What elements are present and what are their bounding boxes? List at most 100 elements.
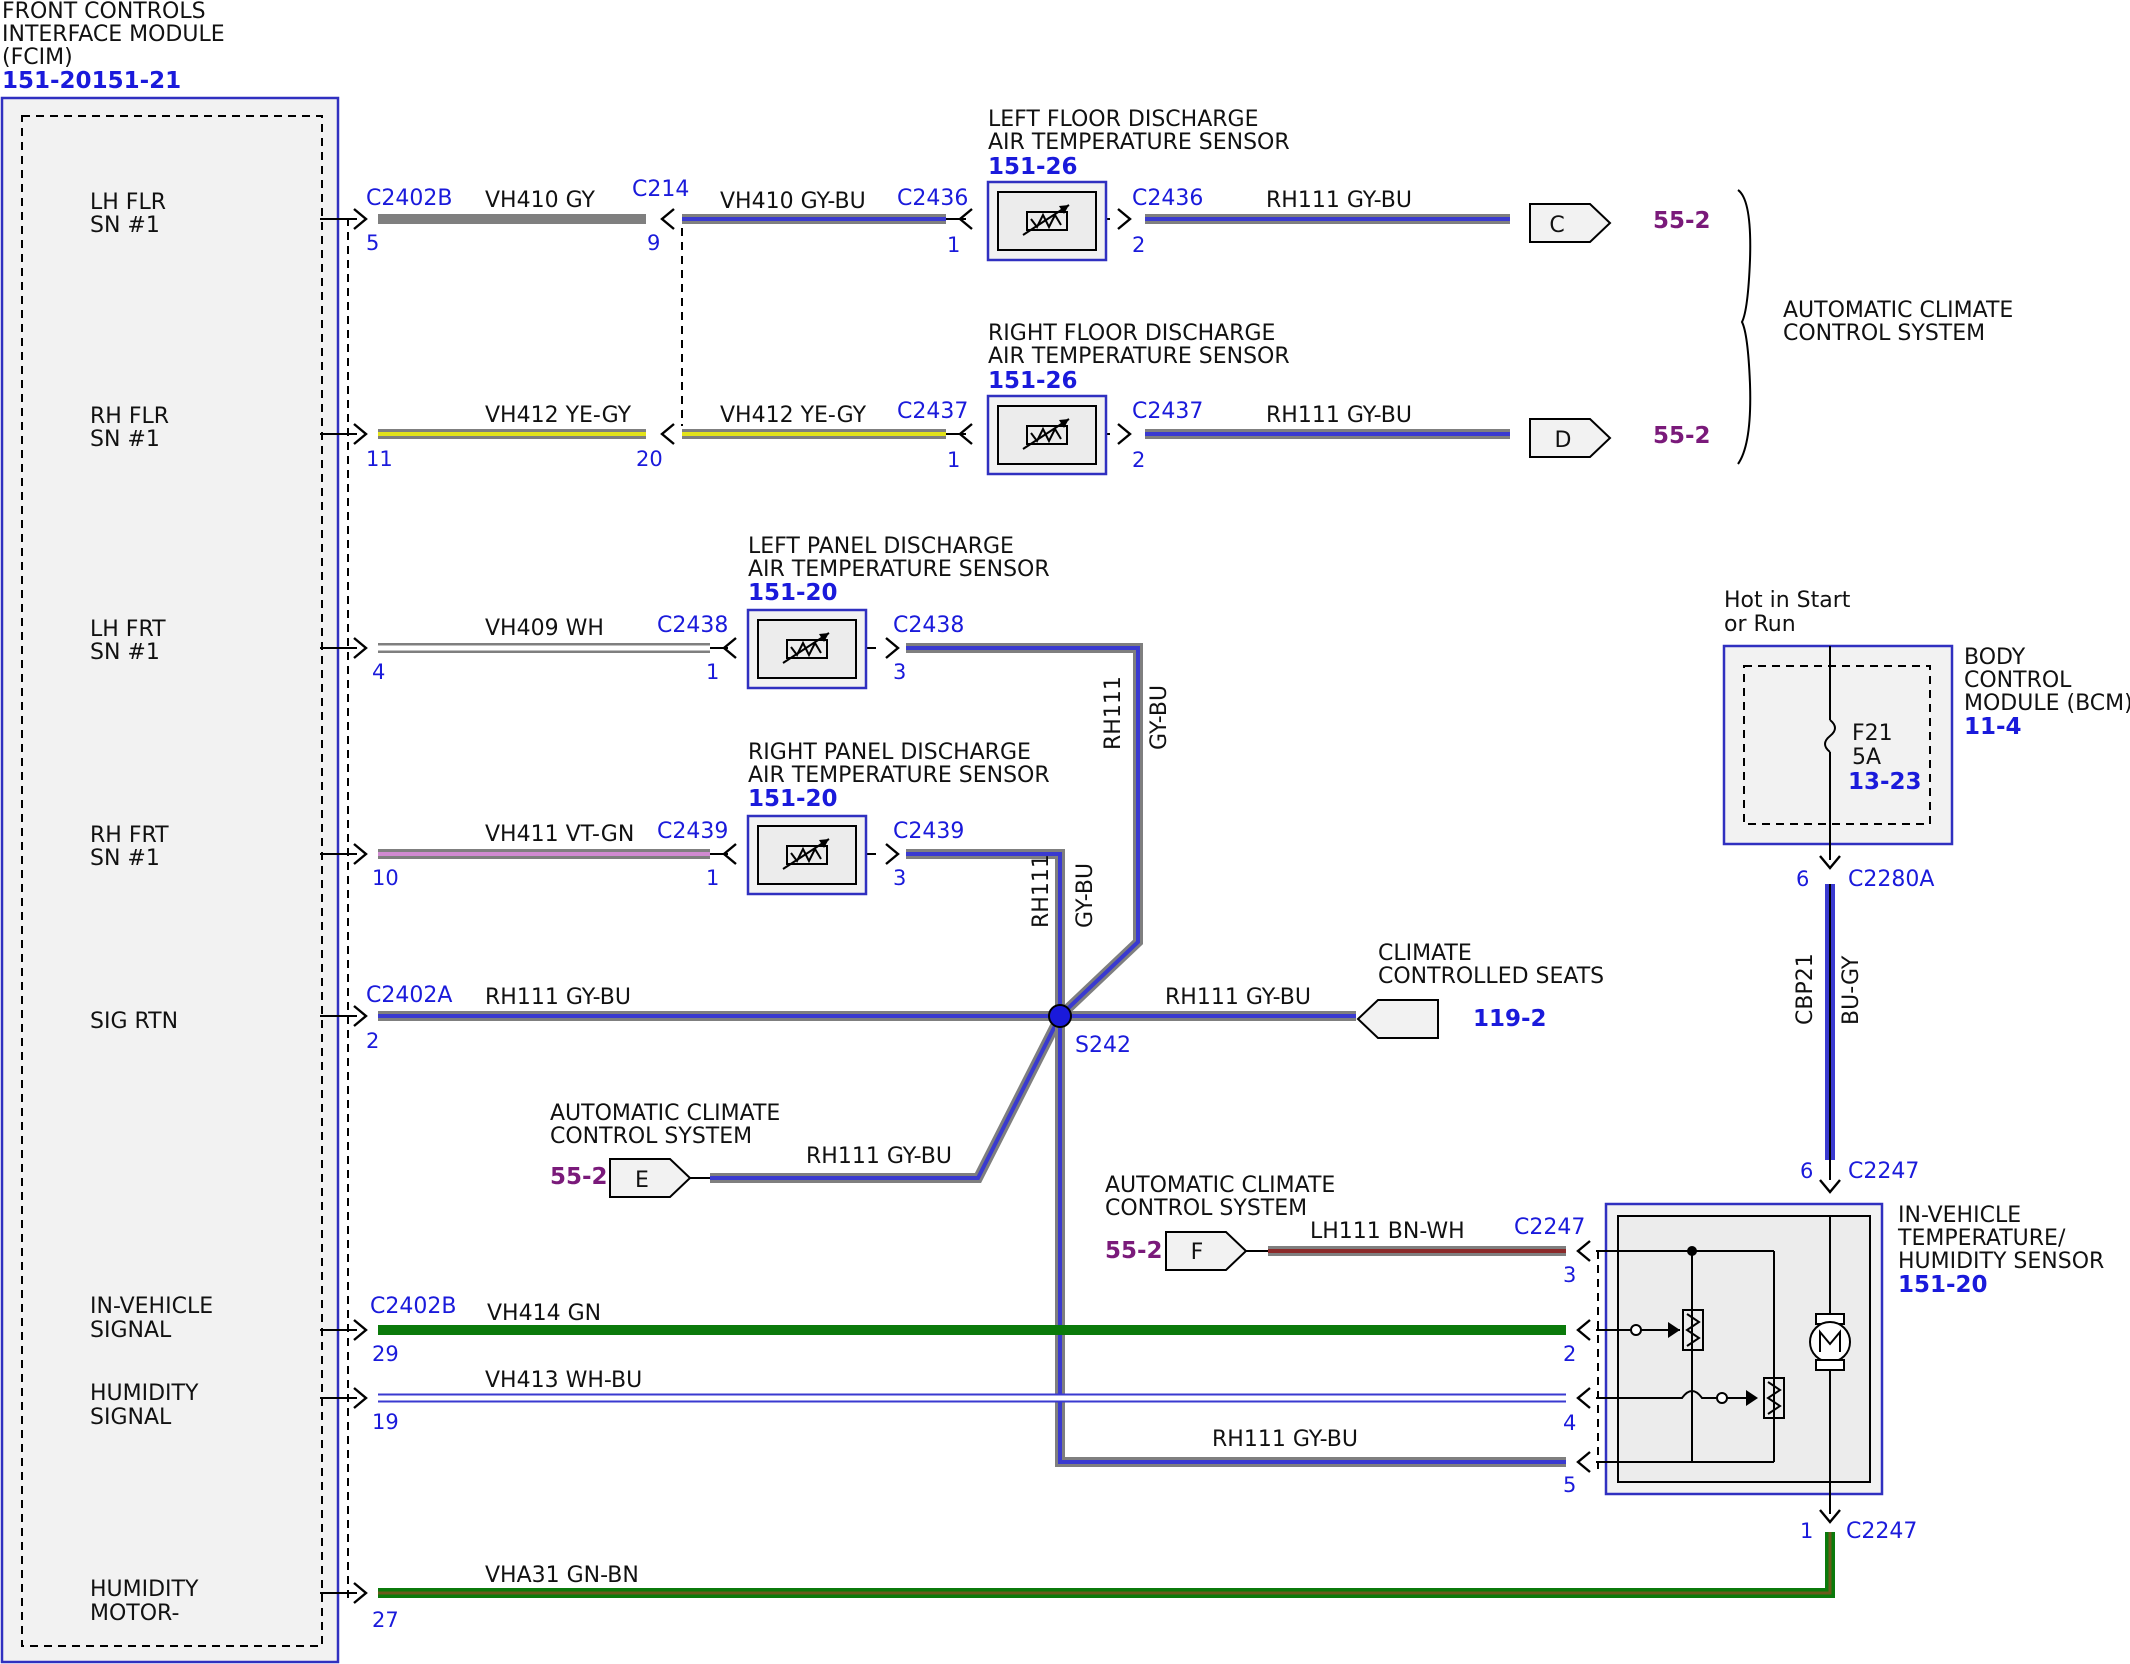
label-vh414: VH414 GN: [487, 1301, 601, 1326]
conn-c2437-1[interactable]: C2437: [897, 399, 968, 424]
label-rh111-rfd: RH111 GY-BU: [1266, 403, 1412, 428]
circuit-invehicle-signal: C2402B 29 VH414 GN 2: [320, 1294, 1576, 1366]
pin-3-lpd: 3: [893, 660, 906, 684]
pin-19: 19: [372, 1410, 399, 1434]
fcim-inner-dashed: [21, 115, 323, 1647]
conn-c2436-2[interactable]: C2436: [1132, 186, 1203, 211]
conn-c2247-1[interactable]: C2247: [1846, 1519, 1917, 1544]
rfd-sensor-title-2: AIR TEMPERATURE SENSOR: [988, 344, 1290, 369]
conn-c2247-3[interactable]: C2247: [1514, 1215, 1585, 1240]
label-vh412-1: VH412 YE-GY: [485, 403, 632, 428]
fcim-ref[interactable]: 151-20151-21: [2, 68, 181, 94]
ref-55-2-e[interactable]: 55-2: [550, 1164, 608, 1190]
conn-c2439-1[interactable]: C2439: [657, 819, 728, 844]
ref-55-2-c[interactable]: 55-2: [1653, 208, 1711, 234]
ivt-title-3: HUMIDITY SENSOR: [1898, 1249, 2104, 1274]
conn-c2437-2[interactable]: C2437: [1132, 399, 1203, 424]
acc-f-label-2: CONTROL SYSTEM: [1105, 1196, 1307, 1221]
label-rh111-lfd: RH111 GY-BU: [1266, 188, 1412, 213]
label-lh111: LH111 BN-WH: [1310, 1219, 1465, 1244]
fcim-pin-lhflr: LH FLR: [90, 190, 166, 215]
fcim-title-2: INTERFACE MODULE: [2, 22, 225, 47]
pin-6-bcm: 6: [1796, 867, 1809, 891]
offpage-connector-d[interactable]: D: [1529, 418, 1612, 458]
label-gybu-vert-1: GY-BU: [1147, 685, 1172, 750]
offpage-connector-e[interactable]: E: [609, 1158, 692, 1198]
pin-6-ivt: 6: [1800, 1159, 1813, 1183]
acc-label-1: AUTOMATIC CLIMATE: [1783, 298, 2013, 323]
offpage-d-label: D: [1555, 428, 1572, 453]
conn-c2402a[interactable]: C2402A: [366, 983, 452, 1008]
fcim-pin-humsig: HUMIDITY: [90, 1381, 199, 1406]
motor-icon: [1809, 1313, 1851, 1371]
conn-c2247-6[interactable]: C2247: [1848, 1159, 1919, 1184]
circuit-lh-frt: 4 VH409 WH C2438 1 C2438 3 LEFT PANEL DI…: [320, 534, 1050, 690]
conn-c2402b-1[interactable]: C2402B: [366, 186, 452, 211]
conn-c2438-1[interactable]: C2438: [657, 613, 728, 638]
splice-s242[interactable]: [1048, 1004, 1072, 1028]
offpage-connector-f[interactable]: F: [1165, 1231, 1248, 1271]
ref-119-2[interactable]: 119-2: [1473, 1006, 1547, 1032]
fcim-title-1: FRONT CONTROLS: [2, 0, 206, 24]
label-vh412-2: VH412 YE-GY: [720, 403, 867, 428]
pin-2-ivt: 2: [1563, 1342, 1576, 1366]
rfd-sensor-ref[interactable]: 151-26: [988, 368, 1078, 394]
label-cbp21: CBP21: [1793, 953, 1818, 1025]
thermistor-icon: [782, 632, 830, 664]
seats-label-1: CLIMATE: [1378, 941, 1472, 966]
fcim-module: FRONT CONTROLS INTERFACE MODULE (FCIM) 1…: [0, 0, 340, 1664]
offpage-connector-seats[interactable]: [1356, 999, 1439, 1039]
pin-29: 29: [372, 1342, 399, 1366]
acc-label-2: CONTROL SYSTEM: [1783, 321, 1985, 346]
label-s242[interactable]: S242: [1075, 1033, 1131, 1058]
conn-c214[interactable]: C214: [632, 177, 689, 202]
circuit-humidity-signal: 19 VH413 WH-BU 4 5: [320, 1368, 1576, 1497]
lfd-sensor-title-2: AIR TEMPERATURE SENSOR: [988, 130, 1290, 155]
acc-e-label-2: CONTROL SYSTEM: [550, 1124, 752, 1149]
left-panel-sensor: [746, 608, 868, 690]
pin-20: 20: [636, 447, 663, 471]
thermistor-icon: [1022, 418, 1070, 450]
ref-55-2-f[interactable]: 55-2: [1105, 1238, 1163, 1264]
label-vha31: VHA31 GN-BN: [485, 1563, 639, 1588]
label-rh111-vert-1: RH111: [1101, 676, 1126, 750]
pin-2-rfd: 2: [1132, 448, 1145, 472]
conn-c2280a[interactable]: C2280A: [1848, 867, 1934, 892]
rfd-sensor-title-1: RIGHT FLOOR DISCHARGE: [988, 321, 1275, 346]
acc-e-label-1: AUTOMATIC CLIMATE: [550, 1101, 780, 1126]
conn-c2402b-2[interactable]: C2402B: [370, 1294, 456, 1319]
pin-5-ivt: 5: [1563, 1473, 1576, 1497]
bcm-title-1: BODY: [1964, 645, 2026, 670]
label-vh410-gy: VH410 GY: [485, 188, 596, 213]
pin-1-rfd: 1: [947, 448, 960, 472]
conn-c2439-2[interactable]: C2439: [893, 819, 964, 844]
bcm-module: Hot in Start or Run F21 5A 13-23 BODY CO…: [1722, 588, 2130, 860]
lpd-sensor-ref[interactable]: 151-20: [748, 580, 838, 606]
rpd-sensor-ref[interactable]: 151-20: [748, 786, 838, 812]
offpage-e-label: E: [635, 1168, 649, 1193]
humidity-resistor-icon: [1763, 1377, 1785, 1419]
conn-c2436-1[interactable]: C2436: [897, 186, 968, 211]
pin-1-lpd: 1: [706, 660, 719, 684]
bcm-ref[interactable]: 11-4: [1964, 714, 2022, 740]
lfd-sensor-ref[interactable]: 151-26: [988, 154, 1078, 180]
ref-55-2-d[interactable]: 55-2: [1653, 423, 1711, 449]
conn-c2438-2[interactable]: C2438: [893, 613, 964, 638]
offpage-connector-c[interactable]: C: [1529, 203, 1612, 243]
fcim-title-3: (FCIM): [2, 45, 73, 70]
fuse-ref[interactable]: 13-23: [1848, 769, 1922, 795]
pin-2-lfd: 2: [1132, 233, 1145, 257]
seats-label-2: CONTROLLED SEATS: [1378, 964, 1604, 989]
circuit-rh-frt: 10 VH411 VT-GN C2439 1 C2439 3 RIGHT PAN…: [320, 740, 1050, 896]
thermistor-icon: [1682, 1309, 1704, 1351]
ivt-ref[interactable]: 151-20: [1898, 1272, 1988, 1298]
label-rh111-sigrtn: RH111 GY-BU: [485, 985, 631, 1010]
rpd-sensor-title-2: AIR TEMPERATURE SENSOR: [748, 763, 1050, 788]
label-vh413: VH413 WH-BU: [485, 1368, 642, 1393]
circuit-humidity-motor: 27 VHA31 GN-BN 1 C2247: [320, 1519, 1917, 1632]
pin-3-rpd: 3: [893, 866, 906, 890]
label-bugy: BU-GY: [1839, 955, 1864, 1025]
fuse-name: F21: [1852, 721, 1893, 746]
fcim-pin-humsig-2: SIGNAL: [90, 1405, 172, 1430]
right-panel-sensor: [746, 814, 868, 896]
